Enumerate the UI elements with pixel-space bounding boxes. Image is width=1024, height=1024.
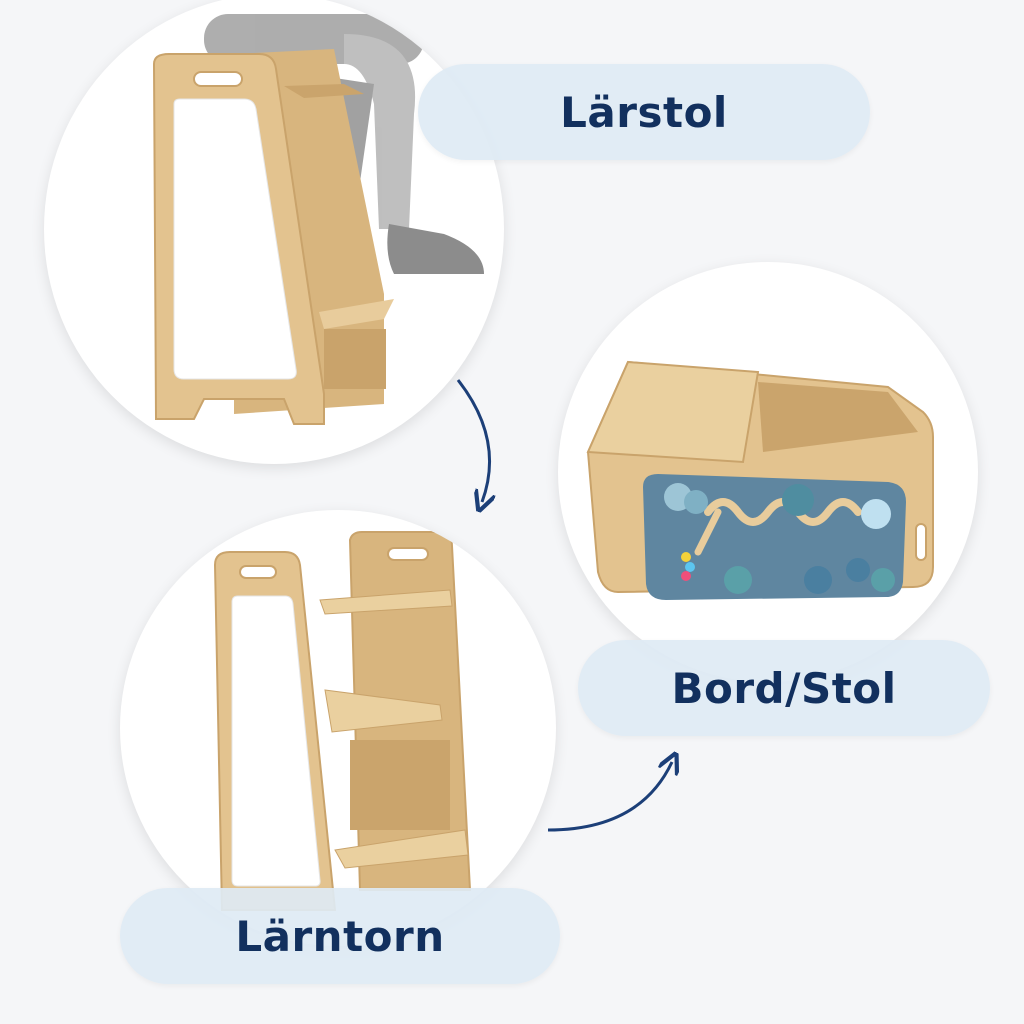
table-chair-illustration [586,360,934,600]
table-chair-label-text: Bord/Stol [671,663,897,713]
table-chair-label: Bord/Stol [578,640,990,736]
arrow-tower-to-table [547,762,672,832]
table-chair-photo [558,262,978,682]
learning-chair-illustration [152,14,484,425]
learning-tower-label: Lärntorn [120,888,560,984]
arrow-chair-to-tower [456,379,490,502]
learning-chair-label: Lärstol [418,64,870,160]
learning-tower-illustration [213,531,472,911]
learning-chair-photo [44,0,504,464]
learning-tower-label-text: Lärntorn [235,911,445,961]
learning-tower-photo [120,510,556,946]
learning-chair-label-text: Lärstol [560,87,728,137]
